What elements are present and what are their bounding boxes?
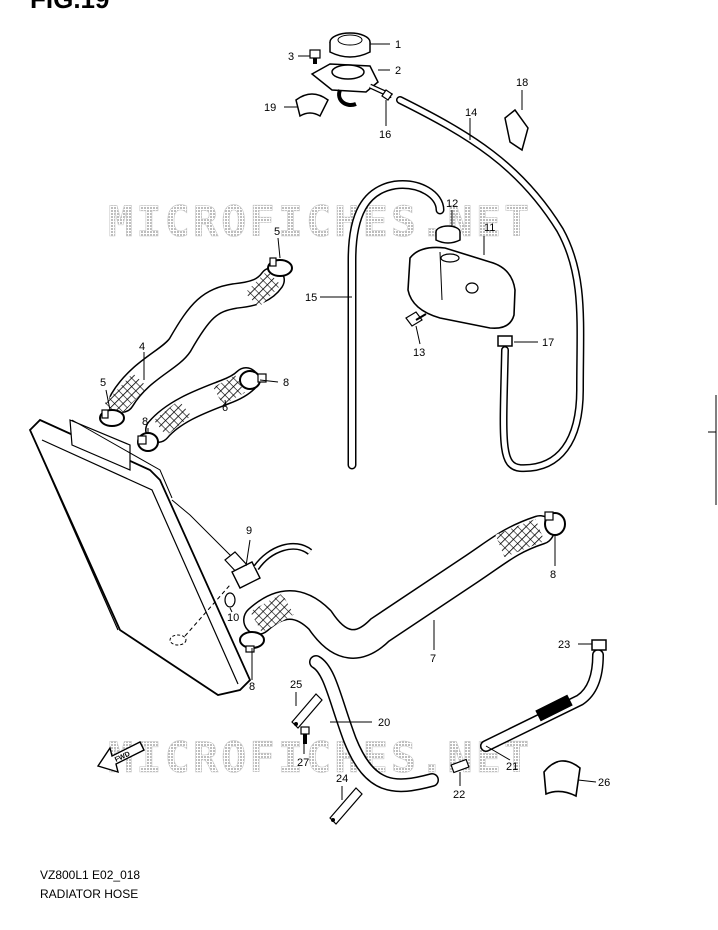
callout-11: 11 — [484, 222, 495, 234]
figure-title: FIG.19 — [30, 0, 109, 15]
part-24-bracket — [329, 787, 363, 825]
callout-8c: 8 — [550, 569, 556, 581]
callout-7: 7 — [430, 653, 436, 665]
watermark-text: MICROFICHES.NET — [108, 197, 532, 246]
part-5-hose-clamp-lower — [99, 409, 125, 427]
part-22-union — [450, 758, 470, 774]
callout-3: 3 — [288, 51, 294, 63]
part-9-temp-sensor — [231, 542, 313, 589]
leader-lines — [105, 43, 597, 800]
part-2-filler-neck — [310, 63, 394, 107]
callout-5a: 5 — [274, 226, 280, 238]
part-13-bolt — [405, 311, 427, 327]
callout-8a: 8 — [283, 377, 289, 389]
part-17-clamp — [497, 335, 513, 347]
callout-5b: 5 — [100, 377, 106, 389]
callout-12: 12 — [446, 198, 458, 210]
callout-13: 13 — [413, 347, 425, 359]
callout-2: 2 — [395, 65, 401, 77]
callout-9: 9 — [246, 525, 252, 537]
callout-8d: 8 — [249, 681, 255, 693]
part-8-hose-clamp-b — [137, 432, 159, 452]
part-23-clamp — [591, 639, 607, 651]
callout-26: 26 — [598, 777, 610, 789]
part-4-radiator-hose — [104, 267, 285, 417]
callout-23: 23 — [558, 639, 570, 651]
part-12-reservoir-cap — [435, 225, 461, 244]
part-19-hose-clip — [295, 93, 329, 118]
callout-22: 22 — [453, 789, 465, 801]
callout-20: 20 — [378, 717, 390, 729]
callout-16: 16 — [379, 129, 391, 141]
part-21-pipe — [480, 649, 604, 752]
callout-8b: 8 — [142, 416, 148, 428]
callout-1: 1 — [395, 39, 401, 51]
callout-17: 17 — [542, 337, 554, 349]
callout-24: 24 — [336, 773, 348, 785]
callout-18: 18 — [516, 77, 528, 89]
part-16-clip — [381, 89, 393, 101]
callout-21: 21 — [506, 761, 518, 773]
watermark-bottom: MICROFICHES.NET — [108, 733, 532, 783]
part-27-bolt — [300, 726, 310, 744]
part-14-overflow-hose — [396, 96, 585, 473]
part-3-bolt — [309, 49, 321, 64]
part-18-clamp — [504, 108, 529, 152]
watermark-top: MICROFICHES.NET — [108, 197, 532, 247]
radiator — [28, 418, 252, 696]
callout-labels: 1 2 3 4 5 5 6 7 8 8 8 8 9 10 11 12 13 14… — [100, 39, 610, 801]
footer-code: VZ800L1 E02_018 — [40, 868, 141, 882]
callout-6: 6 — [222, 402, 228, 414]
part-1-radiator-cap — [329, 32, 371, 58]
callout-19: 19 — [264, 102, 276, 114]
callout-10: 10 — [227, 612, 239, 624]
part-8-hose-clamp-c — [544, 511, 566, 536]
callout-14: 14 — [465, 107, 477, 119]
part-11-reservoir-tank — [407, 246, 516, 330]
callout-25: 25 — [290, 679, 302, 691]
part-25-bracket — [291, 693, 323, 729]
footer-name: RADIATOR HOSE — [40, 887, 139, 901]
part-10-gasket — [224, 592, 236, 608]
callout-15: 15 — [305, 292, 317, 304]
watermark-text: MICROFICHES.NET — [108, 733, 532, 782]
part-7-radiator-hose — [243, 515, 555, 659]
part-26-clip — [543, 760, 581, 798]
callout-4: 4 — [139, 341, 145, 353]
part-15-breather-hose — [347, 180, 445, 470]
callout-27: 27 — [297, 757, 309, 769]
part-5-hose-clamp-upper — [267, 257, 293, 277]
part-6-radiator-hose — [145, 367, 259, 443]
part-20-hose — [309, 655, 439, 793]
